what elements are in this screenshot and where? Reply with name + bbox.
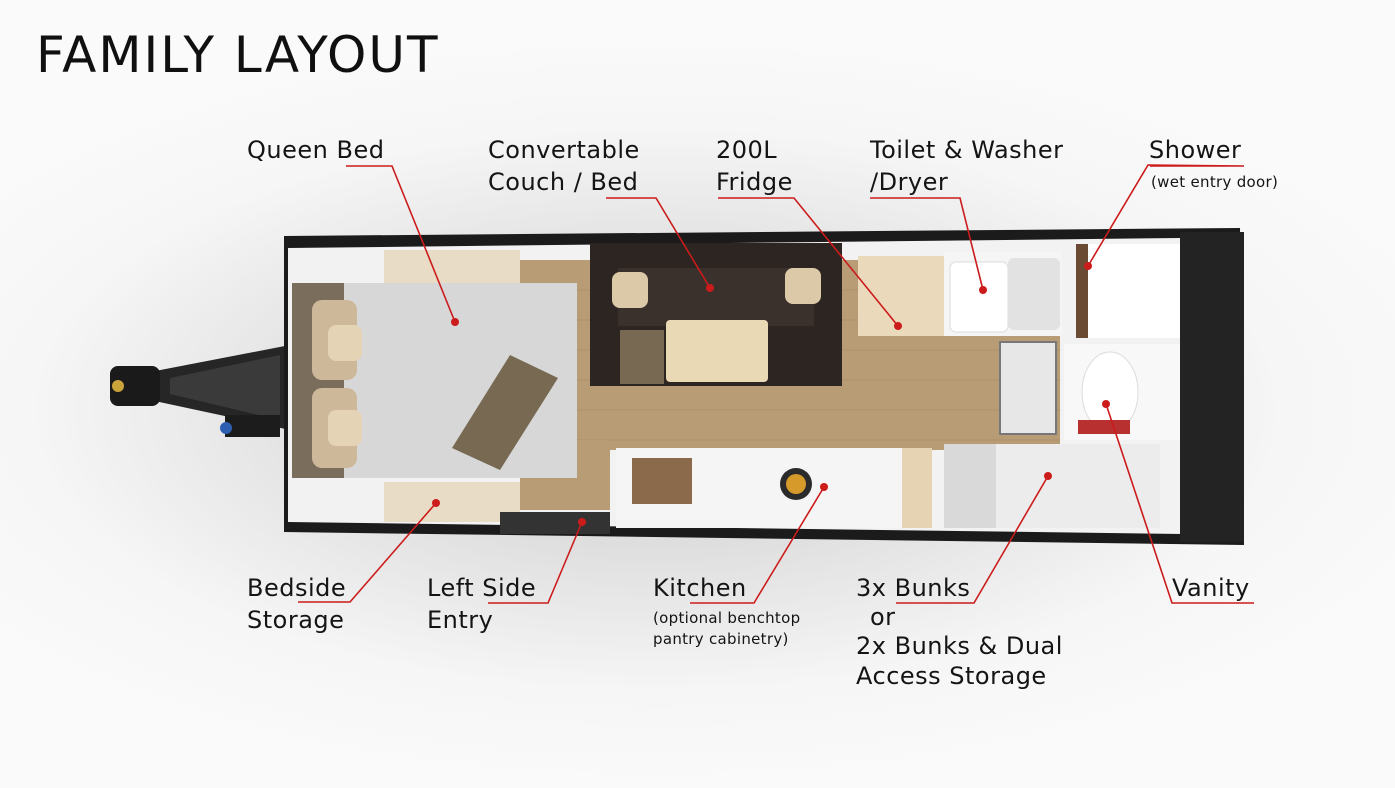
leader-dots xyxy=(432,262,1110,526)
toilet-room xyxy=(944,252,1062,336)
vanity xyxy=(1064,344,1180,440)
label-toilet-line1: Toilet & Washer xyxy=(870,136,1064,164)
label-shower: Shower xyxy=(1149,136,1242,164)
kitchen xyxy=(616,448,932,528)
shower xyxy=(1076,244,1180,338)
label-bedside-line1: Bedside xyxy=(247,574,347,602)
label-bunks-line3: 2x Bunks & Dual xyxy=(856,632,1063,660)
label-fridge-line2: Fridge xyxy=(716,168,793,196)
label-kitchen-note-line2: pantry cabinetry) xyxy=(653,630,789,648)
convertable-couch xyxy=(590,243,842,386)
label-fridge-line1: 200L xyxy=(716,136,778,164)
label-bedside-line2: Storage xyxy=(247,606,345,634)
label-entry-line1: Left Side xyxy=(427,574,537,602)
label-couch-line1: Convertable xyxy=(488,136,640,164)
page-title: FAMILY LAYOUT xyxy=(36,26,440,84)
label-couch-line2: Couch / Bed xyxy=(488,168,639,196)
label-bunks-line2: or xyxy=(870,603,896,631)
rear-bumper xyxy=(1180,232,1244,542)
label-toilet-line2: /Dryer xyxy=(870,168,949,196)
label-kitchen: Kitchen xyxy=(653,574,747,602)
label-bunks-line1: 3x Bunks xyxy=(856,574,971,602)
queen-bed xyxy=(292,250,577,522)
drawbar xyxy=(110,345,290,437)
fridge xyxy=(858,256,944,336)
label-vanity: Vanity xyxy=(1172,574,1250,602)
entry-step xyxy=(500,512,610,534)
label-shower-note: (wet entry door) xyxy=(1151,173,1279,191)
label-queen-bed: Queen Bed xyxy=(247,136,385,164)
label-kitchen-note-line1: (optional benchtop xyxy=(653,609,801,627)
label-entry-line2: Entry xyxy=(427,606,494,634)
label-bunks-line4: Access Storage xyxy=(856,662,1047,690)
